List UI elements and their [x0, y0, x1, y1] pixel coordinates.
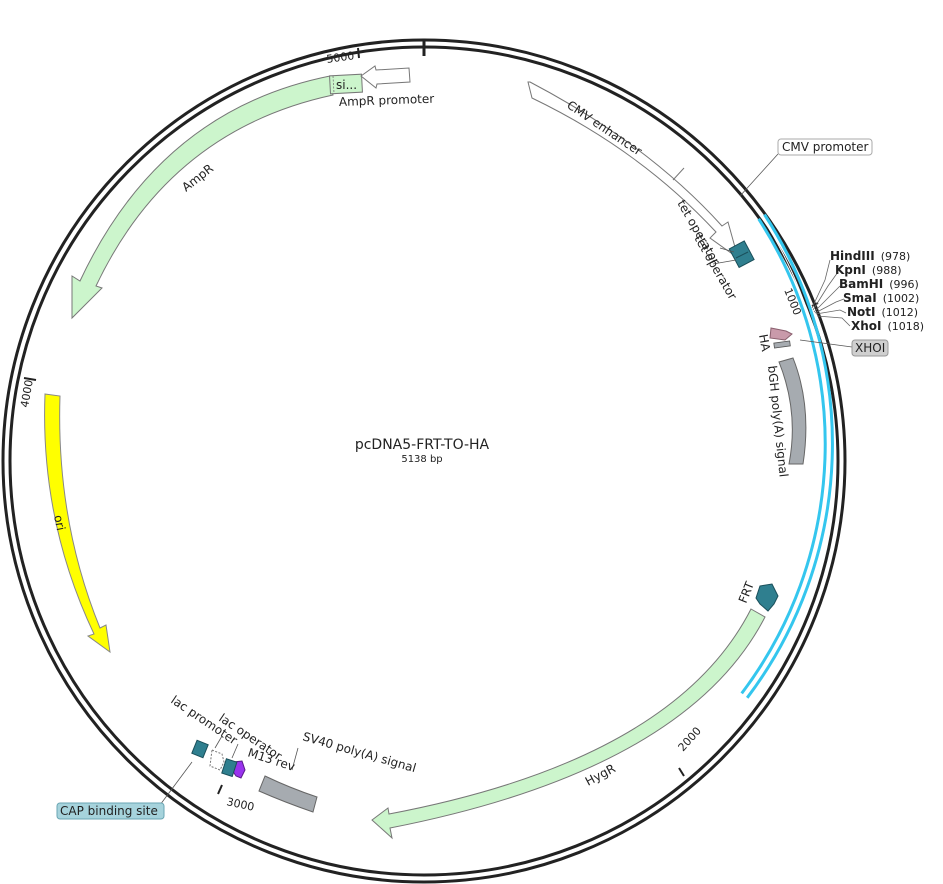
- cmv-promoter-arc-outer[interactable]: [746, 213, 834, 699]
- cmv-promoter-arc[interactable]: [740, 217, 827, 695]
- hygr-feature[interactable]: [371, 608, 766, 840]
- ampr-promoter-label: AmpR promoter: [339, 92, 435, 109]
- enzyme-bamhi[interactable]: BamHI(996): [839, 277, 919, 291]
- ampr-feature[interactable]: [71, 75, 334, 320]
- cmv-enhancer-label: CMV enhancer: [564, 98, 644, 158]
- map-length: 5138 bp: [401, 454, 442, 465]
- signal-seq-feature[interactable]: [329, 73, 363, 95]
- tet-operator-leader-1: [719, 247, 735, 253]
- tet-operator-box[interactable]: [728, 240, 755, 269]
- tick-label-3000: 3000: [225, 795, 255, 814]
- lac-promoter-leader: [214, 735, 223, 749]
- frt-feature[interactable]: [755, 583, 779, 612]
- tick-5000: [357, 47, 360, 59]
- enzyme-xhoi[interactable]: XhoI(1018): [851, 319, 924, 333]
- cmv-promoter-leader: [739, 153, 779, 197]
- cmv-promoter-callout-label: CMV promoter: [782, 140, 869, 154]
- tick-3000: [217, 784, 223, 795]
- sv40-leader: [291, 747, 299, 771]
- xhoi-callout-box[interactable]: [851, 339, 889, 357]
- enzyme-smai[interactable]: SmaI(1002): [843, 291, 919, 305]
- signal-seq-label: si...: [336, 78, 357, 92]
- cmv-promoter-arc-mid: [744, 216, 830, 696]
- ampr-promoter-feature[interactable]: [360, 65, 411, 89]
- tick-label-2000: 2000: [676, 725, 704, 755]
- tick-4000: [23, 377, 37, 381]
- ha-feature[interactable]: [769, 327, 793, 341]
- lac-operator-feature[interactable]: [221, 758, 238, 778]
- map-title: pcDNA5-FRT-TO-HA: [355, 437, 490, 453]
- tet-operator-leader-2: [712, 259, 737, 265]
- lac-promoter-feature[interactable]: [209, 749, 225, 771]
- ori-feature[interactable]: [44, 393, 111, 654]
- backbone-outer: [1, 38, 847, 884]
- cap-binding-leader: [159, 761, 193, 806]
- sv40-polya-label: SV40 poly(A) signal: [301, 729, 418, 775]
- enzyme-noti[interactable]: NotI(1012): [847, 305, 918, 319]
- cmv-promoter-callout-box[interactable]: [777, 138, 873, 156]
- tick-label-4000: 4000: [18, 379, 36, 409]
- enzyme-hindiii[interactable]: HindIII(978): [830, 249, 910, 263]
- tick-label-5000: 5000: [326, 49, 356, 66]
- lac-operator-leader: [231, 743, 239, 759]
- sv40-polya-feature[interactable]: [258, 775, 318, 813]
- ha-linker: [773, 340, 791, 349]
- enzyme-kpni[interactable]: KpnI(988): [835, 263, 902, 277]
- frt-label: FRT: [736, 579, 757, 605]
- xhoi-leader: [799, 339, 853, 348]
- signal-seq-divider: [332, 75, 335, 94]
- cap-binding-callout-box[interactable]: [56, 802, 165, 820]
- xhoi-callout-label: XHOI: [855, 341, 885, 355]
- ha-label: HA: [756, 333, 773, 353]
- cap-binding-callout-label: CAP binding site: [60, 804, 158, 818]
- cmv-enhancer-divider: [672, 167, 685, 181]
- tick-2000: [678, 767, 685, 777]
- cap-binding-feature[interactable]: [191, 739, 209, 759]
- ori-label: ori: [51, 514, 68, 532]
- enzyme-leaders: [811, 259, 851, 327]
- tet-operator-divider: [735, 251, 749, 259]
- bgh-polya-feature[interactable]: [778, 357, 807, 465]
